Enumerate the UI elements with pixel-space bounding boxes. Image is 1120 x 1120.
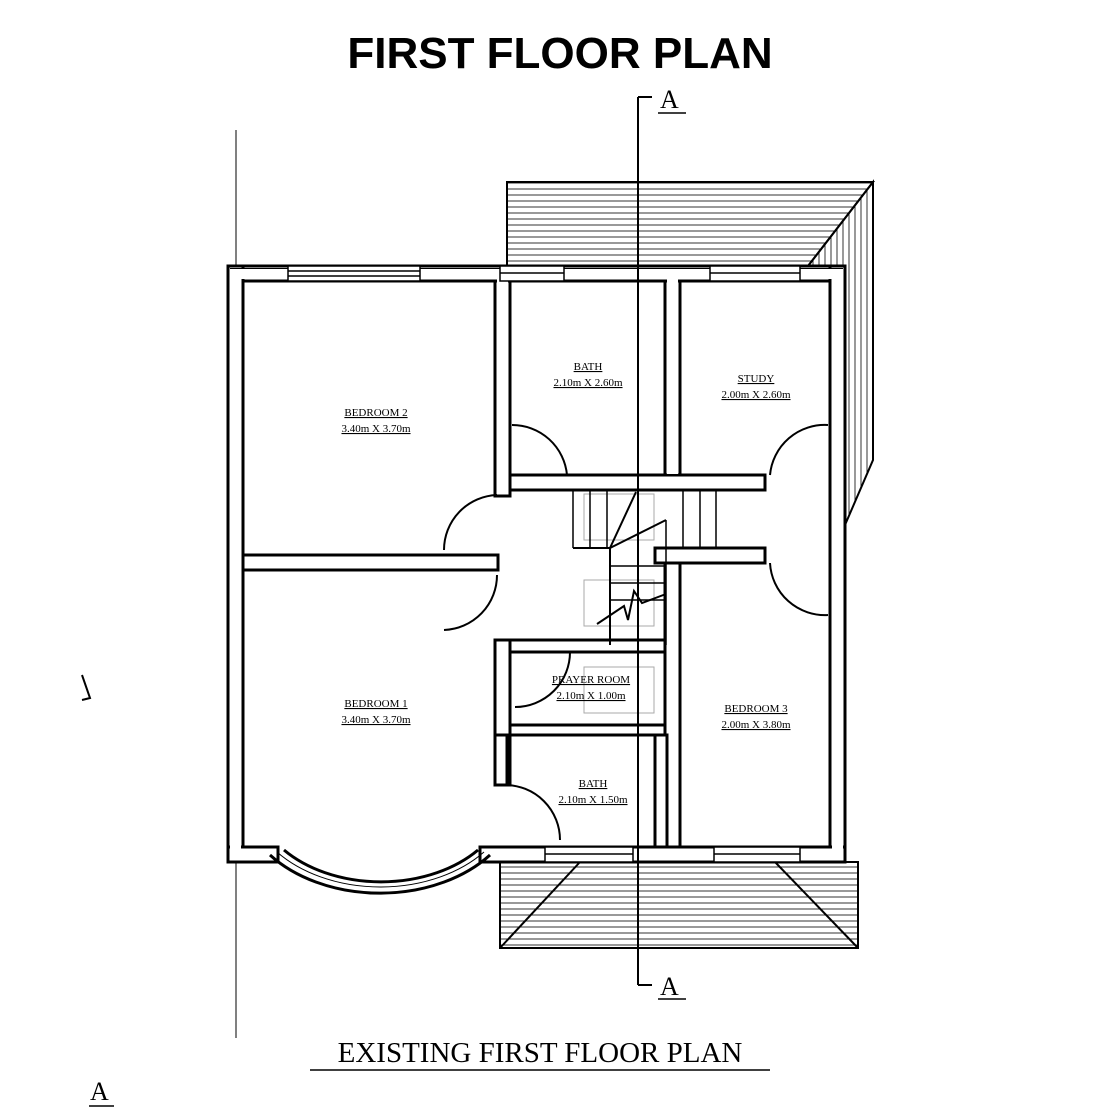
room-size: 3.40m X 3.70m	[341, 423, 411, 435]
room-name: BEDROOM 2	[344, 407, 407, 419]
bay-window	[268, 848, 492, 895]
section-line-a: A A	[637, 85, 686, 1001]
roof-bottom	[499, 861, 859, 949]
room-size: 2.10m X 1.50m	[558, 794, 628, 806]
room-size: 2.10m X 1.00m	[556, 690, 626, 702]
room-name: STUDY	[738, 373, 775, 385]
room-name: BATH	[579, 778, 608, 790]
plan-title: FIRST FLOOR PLAN	[347, 29, 772, 78]
room-size: 2.00m X 3.80m	[721, 719, 791, 731]
room-name: PRAYER ROOM	[552, 674, 630, 686]
room-size: 2.00m X 2.60m	[721, 389, 791, 401]
section-label-left: A	[90, 1077, 109, 1106]
section-arrow-icon	[81, 674, 92, 701]
roof-top-right	[506, 179, 876, 526]
plan-subtitle: EXISTING FIRST FLOOR PLAN	[338, 1037, 743, 1069]
room-labels: BEDROOM 2 3.40m X 3.70m BATH 2.10m X 2.6…	[341, 361, 791, 806]
room-size: 2.10m X 2.60m	[553, 377, 623, 389]
room-size: 3.40m X 3.70m	[341, 714, 411, 726]
windows	[287, 265, 801, 863]
walls	[226, 264, 847, 864]
room-name: BEDROOM 1	[344, 698, 407, 710]
section-label-bottom: A	[660, 972, 679, 1001]
section-label-top: A	[660, 85, 679, 114]
room-name: BATH	[574, 361, 603, 373]
doors	[443, 423, 829, 841]
room-name: BEDROOM 3	[724, 703, 788, 715]
